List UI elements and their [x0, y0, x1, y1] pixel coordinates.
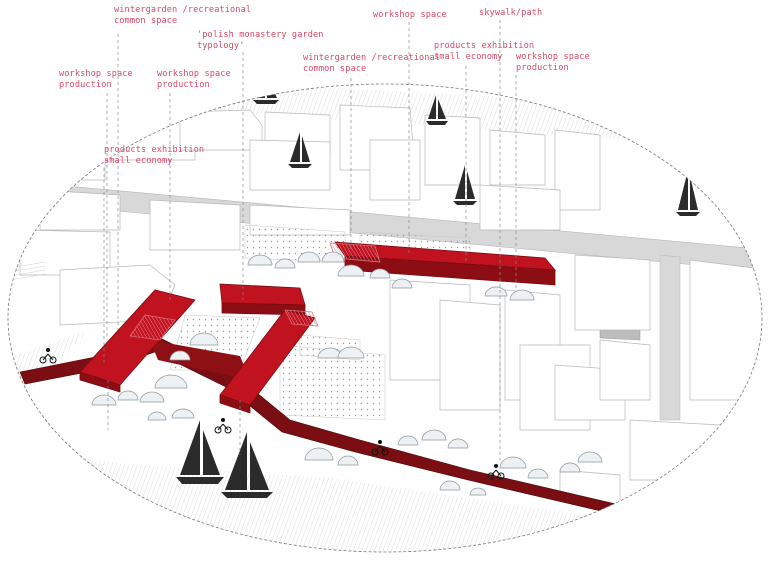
label-line: common space [303, 64, 440, 75]
label-line: products exhibition [104, 145, 204, 156]
label-skywalk: skywalk/path [479, 8, 542, 19]
label-wintergarden-right: wintergarden /recreational common space [303, 53, 440, 75]
label-workshop-right: workshop space production [516, 52, 590, 74]
label-line: production [157, 80, 231, 91]
label-line: typology' [197, 41, 324, 52]
label-workshop-mid: workshop space production [157, 69, 231, 91]
label-line: 'polish monastery garden [197, 30, 324, 41]
label-wintergarden-left: wintergarden /recreational common space [114, 5, 251, 27]
label-line: workshop space [59, 69, 133, 80]
label-line: small economy [104, 156, 204, 167]
label-line: wintergarden /recreational [114, 5, 251, 16]
label-line: production [59, 80, 133, 91]
label-products-left: products exhibition small economy [104, 145, 204, 167]
label-workshop-left: workshop space production [59, 69, 133, 91]
label-line: products exhibition [434, 41, 534, 52]
label-workshop-top: workshop space [373, 10, 447, 21]
label-line: production [516, 63, 590, 74]
label-polish-monastery: 'polish monastery garden typology' [197, 30, 324, 52]
label-line: workshop space [157, 69, 231, 80]
label-line: workshop space [516, 52, 590, 63]
label-line: wintergarden /recreational [303, 53, 440, 64]
label-line: common space [114, 16, 251, 27]
